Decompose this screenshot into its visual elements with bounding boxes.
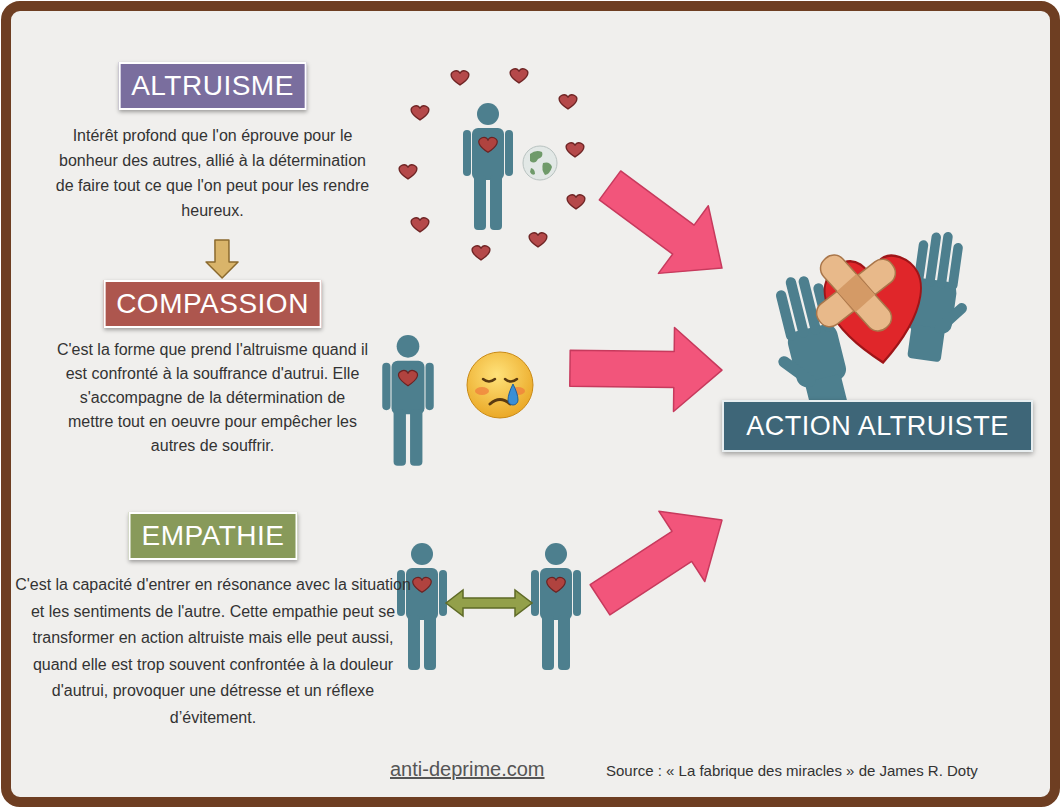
flow-arrow: [599, 171, 722, 273]
website-watermark: anti-deprime.com: [390, 758, 545, 781]
source-note: Source : « La fabrique des miracles » de…: [606, 762, 978, 779]
concept-heading: COMPASSION: [103, 280, 322, 328]
person-icon: [463, 103, 513, 230]
flow-arrow: [206, 240, 238, 278]
concept-definition: C'est la forme que prend l'altruisme qua…: [55, 338, 370, 458]
flow-arrow: [590, 511, 722, 615]
crying-emoji: [467, 352, 533, 418]
concept-block: COMPASSION C'est la forme que prend l'alt…: [50, 278, 570, 493]
exchange-arrow: [446, 590, 532, 616]
hands-heart-illustration: [757, 228, 980, 424]
result-box: ACTION ALTRUISTE: [722, 400, 1033, 452]
globe-icon: [523, 146, 557, 180]
hearts-ring: [399, 69, 585, 260]
concept-definition: C'est la capacité d'entrer en résonance …: [13, 572, 413, 731]
person-icon: [382, 335, 434, 466]
concept-definition: Intérêt profond que l'on éprouve pour le…: [55, 123, 370, 223]
concept-heading: EMPATHIE: [129, 512, 298, 560]
concept-block: ALTRUISME Intérêt profond que l'on éprouv…: [50, 58, 610, 240]
flow-arrow: [570, 328, 722, 412]
concept-block: EMPATHIE C'est la capacité d'entrer en ré…: [10, 508, 600, 763]
concept-heading: ALTRUISME: [118, 62, 307, 110]
page-frame: [6, 6, 1055, 802]
result-block: ACTION ALTRUISTE: [722, 230, 1040, 530]
person-icon: [397, 543, 447, 670]
person-icon: [531, 543, 581, 670]
